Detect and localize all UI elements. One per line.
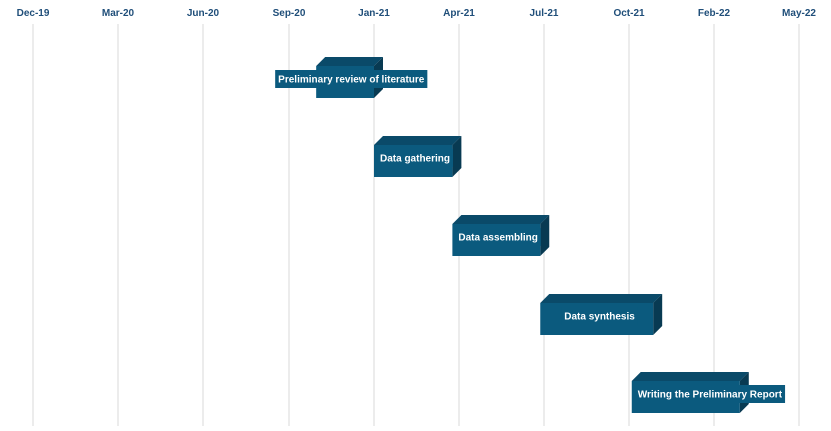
task-label: Writing the Preliminary Report [638, 390, 783, 401]
task-bar-side [653, 294, 663, 335]
task-bar-side [540, 215, 550, 256]
task-label-group: Writing the Preliminary Report [634, 385, 786, 403]
task-label-group: Data gathering [377, 149, 454, 167]
x-axis-tick-labels: Dec-19 Mar-20 Jun-20 Sep-20 Jan-21 Apr-21 Jul-… [17, 8, 817, 19]
x-tick-label: Sep-20 [273, 8, 306, 19]
x-tick-label: Feb-22 [698, 8, 731, 19]
task-bar-side [452, 136, 462, 177]
x-tick-label: Dec-19 [17, 8, 50, 19]
x-tick-label: May-22 [782, 8, 816, 19]
x-tick-label: Apr-21 [443, 8, 475, 19]
task-bar-top [316, 57, 383, 66]
task-label-box [275, 70, 428, 88]
x-tick-label: Jan-21 [358, 8, 390, 19]
task-label: Data assembling [458, 233, 537, 244]
x-tick-label: Mar-20 [102, 8, 135, 19]
x-tick-label: Oct-21 [613, 8, 645, 19]
task-label: Preliminary review of literature [278, 75, 425, 86]
task-label-box [561, 307, 638, 325]
task-label-box [377, 149, 454, 167]
x-tick-label: Jul-21 [530, 8, 559, 19]
task-bar-top [540, 294, 663, 303]
task-label: Data gathering [380, 154, 450, 165]
task-bar-top [452, 215, 550, 224]
x-tick-label: Jun-20 [187, 8, 220, 19]
task-label-group: Preliminary review of literature [275, 70, 428, 88]
task-label-group: Data assembling [455, 228, 541, 246]
task-bar-top [374, 136, 462, 145]
task-bar-top [631, 372, 749, 381]
task-label-group: Data synthesis [561, 307, 638, 325]
task-label: Data synthesis [564, 312, 635, 323]
task-label-box [455, 228, 541, 246]
task-label-box [634, 385, 786, 403]
